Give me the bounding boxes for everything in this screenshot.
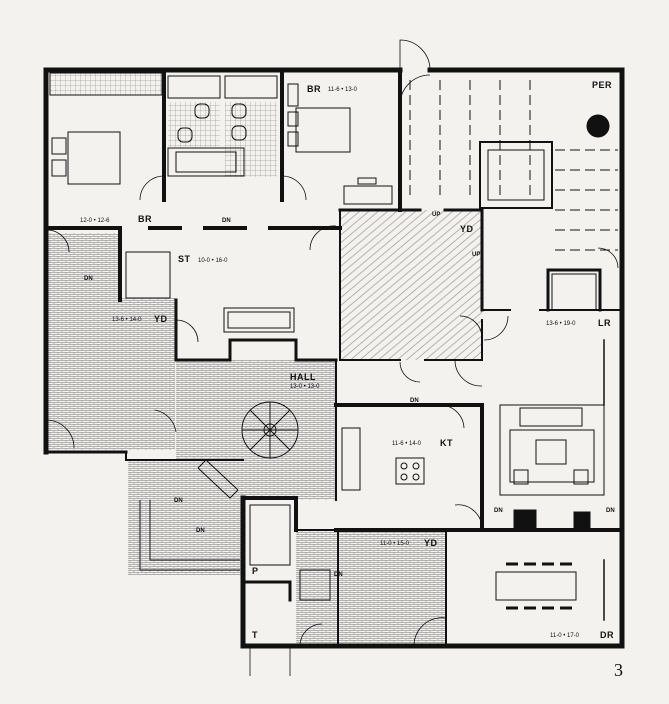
room-dims-br-a: 12-0 • 12-6 [80, 218, 110, 224]
room-label-dr: DR [600, 630, 614, 640]
room-label-t: T [252, 630, 258, 640]
door-swings [45, 39, 619, 676]
stair-mark-up-2: UP [472, 252, 481, 258]
room-dims-lr: 13-6 • 19-0 [546, 321, 576, 327]
stair-mark-dn-1: DN [84, 276, 93, 282]
room-label-br-b: BR [307, 84, 321, 94]
room-label-lr: LR [598, 318, 611, 328]
room-label-br-a: BR [138, 214, 152, 224]
stair-mark-dn-6: DN [494, 508, 503, 514]
room-dims-yd-c: 11-0 • 15-0 [380, 541, 410, 547]
room-dims-dr: 11-0 • 17-0 [550, 633, 580, 639]
stair-mark-dn-8: DN [334, 572, 343, 578]
stair-mark-dn-3: DN [410, 398, 419, 404]
room-label-yd-b: YD [154, 314, 168, 324]
room-dims-hall: 13-0 • 13-0 [290, 384, 320, 390]
room-dims-kt: 11-6 • 14-0 [392, 441, 422, 447]
stair-mark-dn-4: DN [174, 498, 183, 504]
stair-mark-dn-7: DN [606, 508, 615, 514]
room-label-yd-a: YD [460, 224, 474, 234]
room-label-yd-c: YD [424, 538, 438, 548]
room-label-hall: HALL [290, 372, 316, 382]
room-dims-st: 10-0 • 16-0 [198, 258, 228, 264]
room-label-p: P [252, 566, 259, 576]
stair-mark-up-1: UP [432, 212, 441, 218]
walls [43, 67, 625, 649]
fixtures [49, 72, 618, 610]
room-label-per: PER [592, 80, 613, 90]
room-dims-br-b: 11-6 • 13-0 [328, 87, 358, 93]
room-dims-yd-b: 13-6 • 14-0 [112, 317, 142, 323]
room-label-kt: KT [440, 438, 453, 448]
stair-mark-dn-2: DN [222, 218, 231, 224]
paving [47, 102, 482, 645]
stair-mark-dn-5: DN [196, 528, 205, 534]
page-number: 3 [614, 660, 623, 680]
room-label-st: ST [178, 254, 191, 264]
